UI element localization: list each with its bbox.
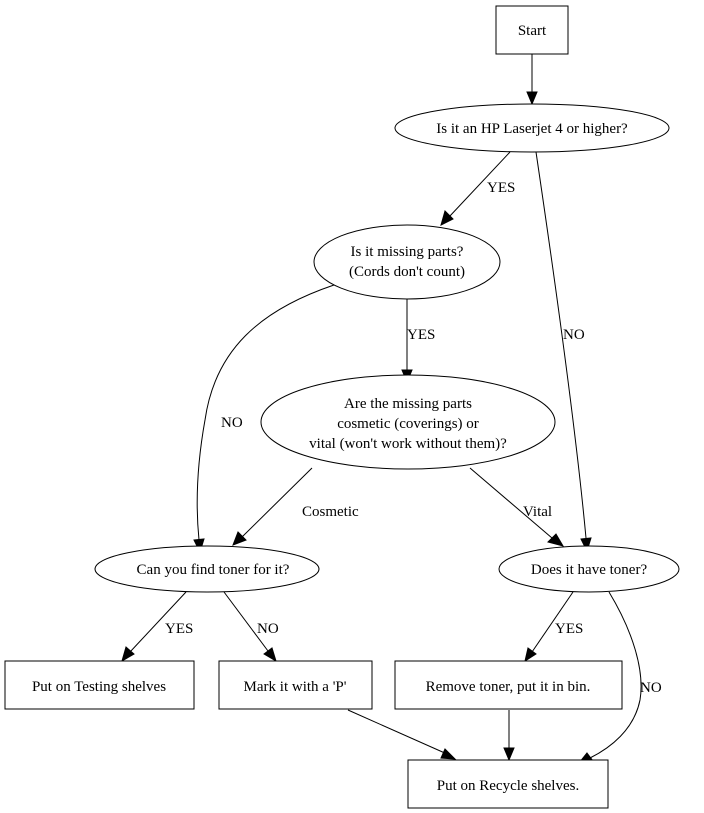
edge-label-no: NO [257,621,279,637]
edge-have-toner-yes: YES [524,591,583,663]
arrowhead [526,91,538,106]
edge-missing-parts-yes: YES [401,299,435,384]
edge-label-no: NO [563,327,585,343]
edge-missing-parts-no: NO [193,284,335,554]
edge-vital: Vital [469,467,565,547]
edge-remove-toner-to-recycle [503,710,515,762]
edge-label-no: NO [221,415,243,431]
node-start[interactable]: Start [495,5,569,55]
node-label: Put on Testing shelves [32,679,166,695]
node-label: cosmetic (coverings) or [337,416,479,432]
node-label: Put on Recycle shelves. [437,778,579,794]
arrowhead [524,647,537,663]
node-remove-toner[interactable]: Remove toner, put it in bin. [394,660,623,710]
node-label: (Cords don't count) [349,264,465,280]
edge-label-vital: Vital [523,504,552,520]
arrowhead [263,647,277,663]
edge-hp-laserjet-no: NO [535,151,592,553]
node-label: Start [518,23,547,39]
node-label: Does it have toner? [531,562,648,578]
edge-label-yes: YES [165,621,193,637]
node-hp-laserjet-question[interactable]: Is it an HP Laserjet 4 or higher? [394,103,670,153]
node-label: Can you find toner for it? [137,562,290,578]
arrowhead [232,531,247,546]
edge-mark-p-to-recycle [347,709,457,760]
node-missing-parts-question[interactable]: Is it missing parts? (Cords don't count) [313,224,501,300]
edge-find-toner-yes: YES [121,591,193,663]
node-mark-p[interactable]: Mark it with a 'P' [218,660,373,710]
node-label: Is it an HP Laserjet 4 or higher? [436,121,628,137]
node-recycle-shelves[interactable]: Put on Recycle shelves. [407,759,609,809]
node-testing-shelves[interactable]: Put on Testing shelves [4,660,195,710]
edge-cosmetic: Cosmetic [232,467,359,546]
edge-label-no: NO [640,680,662,696]
node-label: Is it missing parts? [351,244,464,260]
arrowhead [121,646,135,663]
edge-hp-laserjet-yes: YES [440,151,515,226]
edge-label-yes: YES [407,327,435,343]
edges: YES NO YES NO Cosmetic Vi [121,54,662,764]
edge-label-cosmetic: Cosmetic [302,504,359,520]
node-have-toner-question[interactable]: Does it have toner? [498,545,680,593]
arrowhead [440,748,457,760]
arrowhead [580,537,592,553]
edge-start-to-hp-laserjet [526,54,538,106]
node-label: vital (won't work without them)? [309,436,507,452]
arrowhead [440,210,454,226]
node-cosmetic-or-vital-question[interactable]: Are the missing parts cosmetic (covering… [260,374,556,470]
node-label: Mark it with a 'P' [244,679,347,695]
nodes: Start Is it an HP Laserjet 4 or higher? … [4,5,680,809]
node-label: Remove toner, put it in bin. [426,679,591,695]
edge-label-yes: YES [487,180,515,196]
edge-label-yes: YES [555,621,583,637]
arrowhead [547,533,565,547]
node-label: Are the missing parts [344,396,472,412]
node-find-toner-question[interactable]: Can you find toner for it? [94,545,320,593]
arrowhead [503,747,515,762]
edge-find-toner-no: NO [223,591,279,663]
